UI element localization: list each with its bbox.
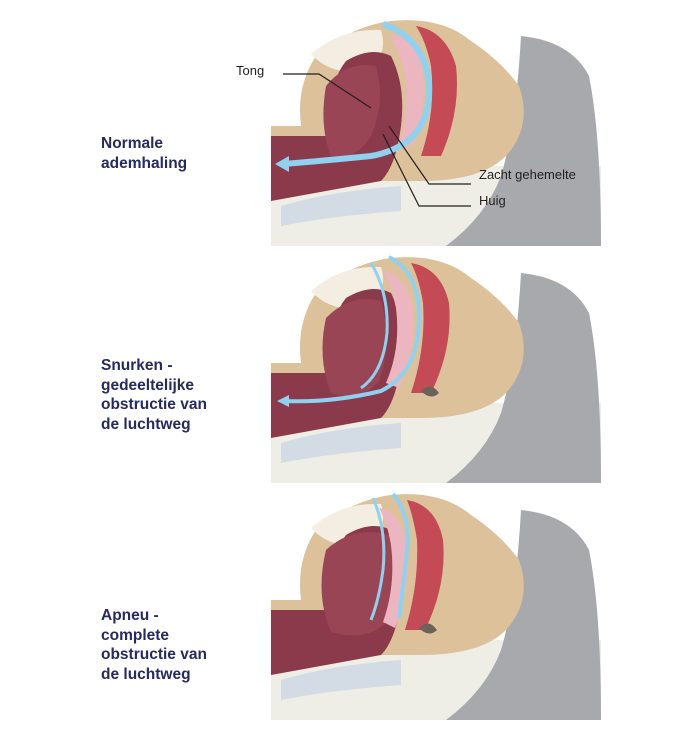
soft-palate-leader — [388, 125, 471, 185]
illustration-snoring — [271, 253, 601, 483]
airflow-blocked-2 — [369, 497, 386, 621]
illustration-apnea — [271, 490, 601, 720]
label-soft-palate: Zacht gehemelte — [479, 167, 576, 182]
caption-apnea: Apneu - complete obstructie van de lucht… — [101, 607, 207, 683]
soft-palate — [383, 271, 414, 388]
pharynx-wall — [405, 500, 444, 630]
pharynx-wall — [416, 26, 457, 156]
airflow-blocked — [391, 492, 410, 619]
airflow-arrowhead — [275, 156, 289, 172]
caption-normal-breathing: Normale ademhaling — [101, 135, 188, 172]
nose-tip — [421, 386, 439, 397]
uvula-leader — [382, 133, 471, 207]
pillow — [446, 510, 601, 720]
nose-tip — [419, 623, 437, 634]
pillow — [446, 36, 601, 246]
tongue — [322, 299, 387, 397]
label-uvula: Huig — [479, 193, 506, 208]
pillow — [446, 273, 601, 483]
tongue-leader — [283, 73, 372, 109]
spine — [281, 660, 401, 700]
label-tongue: Tong — [236, 63, 265, 78]
airflow-arrow — [282, 21, 433, 167]
airflow-narrow-2 — [360, 262, 389, 390]
airflow-arrowhead — [277, 395, 289, 407]
pharynx-wall — [411, 263, 450, 393]
illustration-normal-breathing — [271, 16, 601, 246]
airflow-narrow — [284, 255, 422, 404]
caption-snoring: Snurken - gedeeltelijke obstructie van d… — [101, 357, 207, 433]
spine — [281, 423, 401, 463]
soft-palate — [389, 34, 424, 146]
tongue — [321, 532, 396, 636]
spine — [281, 186, 401, 226]
tongue — [323, 65, 380, 157]
